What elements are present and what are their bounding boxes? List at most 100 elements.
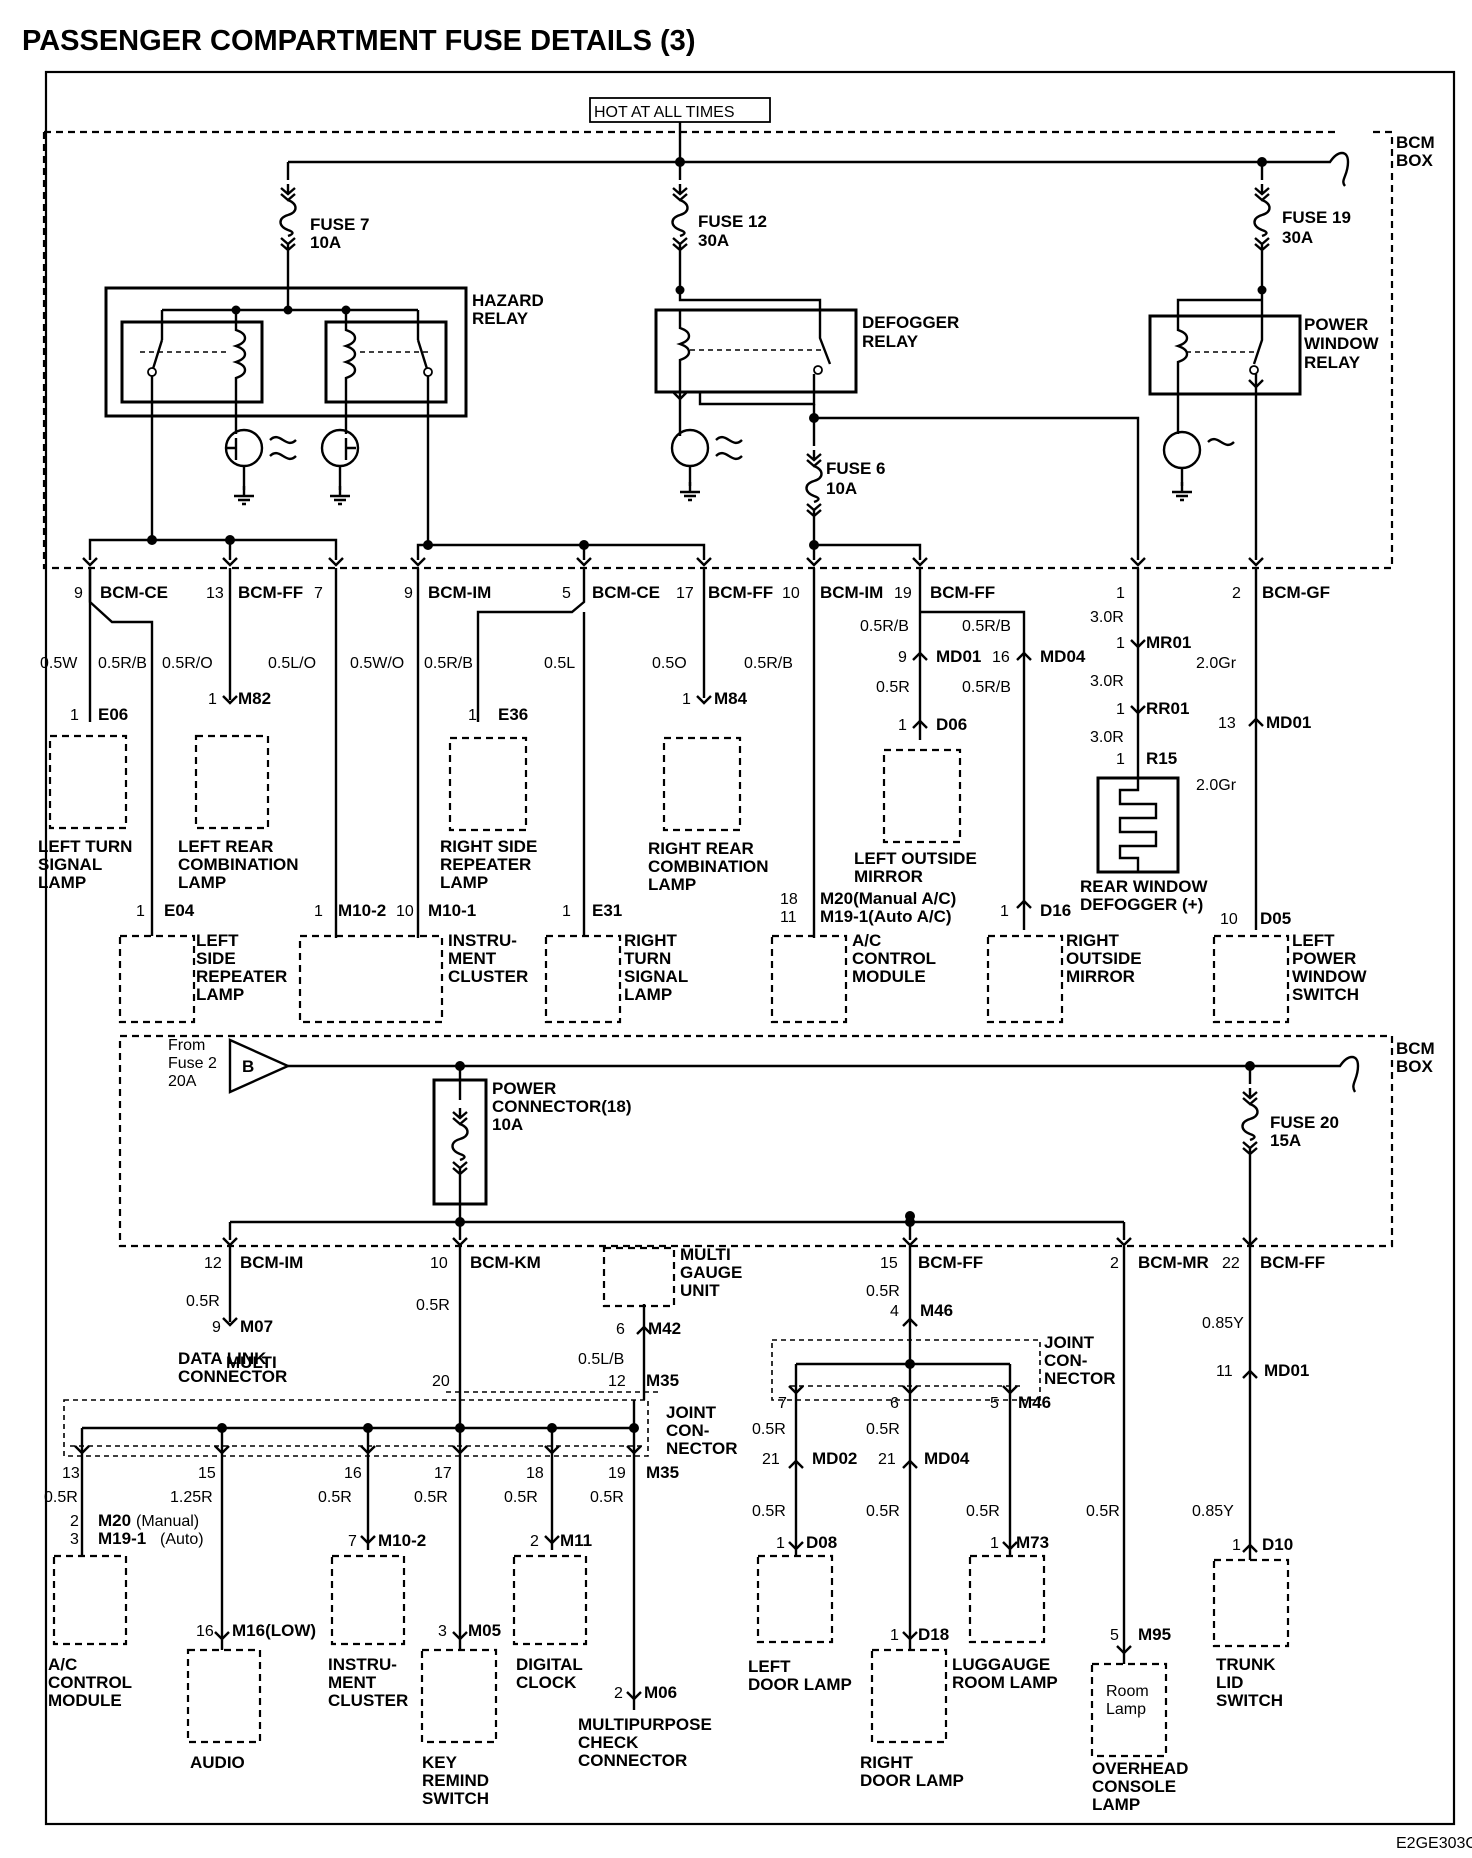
joint-connector-left: [63, 1399, 649, 1457]
svg-text:1: 1: [136, 903, 145, 920]
svg-text:(Manual): (Manual): [136, 1513, 199, 1530]
svg-text:MODULE: MODULE: [48, 1691, 122, 1710]
svg-text:E04: E04: [164, 901, 195, 920]
svg-text:CLOCK: CLOCK: [516, 1673, 577, 1692]
svg-text:UNIT: UNIT: [680, 1281, 720, 1300]
svg-text:ROOM LAMP: ROOM LAMP: [952, 1673, 1058, 1692]
svg-text:22: 22: [1222, 1255, 1240, 1272]
svg-text:AUDIO: AUDIO: [190, 1753, 245, 1772]
svg-text:0.5R/B: 0.5R/B: [98, 655, 147, 672]
svg-text:FUSE 7: FUSE 7: [310, 215, 370, 234]
svg-text:M46: M46: [920, 1301, 953, 1320]
svg-text:D08: D08: [806, 1533, 837, 1552]
svg-text:3: 3: [438, 1623, 447, 1640]
svg-text:CONTROL: CONTROL: [852, 949, 936, 968]
svg-text:2.0Gr: 2.0Gr: [1196, 777, 1237, 794]
svg-text:0.5L/B: 0.5L/B: [578, 1351, 624, 1368]
svg-text:KEY: KEY: [422, 1753, 458, 1772]
svg-text:1: 1: [208, 691, 217, 708]
svg-text:MD04: MD04: [924, 1449, 970, 1468]
svg-text:21: 21: [878, 1451, 896, 1468]
trunk-lid-switch: [1212, 1558, 1290, 1648]
svg-text:0.5R: 0.5R: [416, 1297, 450, 1314]
svg-text:REPEATER: REPEATER: [440, 855, 531, 874]
svg-text:RIGHT SIDE: RIGHT SIDE: [440, 837, 537, 856]
svg-text:LEFT OUTSIDE: LEFT OUTSIDE: [854, 849, 977, 868]
svg-text:11: 11: [780, 909, 797, 926]
svg-text:R15: R15: [1146, 749, 1177, 768]
svg-text:M19-1: M19-1: [98, 1529, 146, 1548]
svg-text:M19-1(Auto A/C): M19-1(Auto A/C): [820, 907, 952, 926]
svg-text:1: 1: [1232, 1537, 1241, 1554]
svg-text:18: 18: [526, 1465, 544, 1482]
svg-text:REPEATER: REPEATER: [196, 967, 287, 986]
svg-text:OUTSIDE: OUTSIDE: [1066, 949, 1142, 968]
svg-text:10A: 10A: [310, 233, 341, 252]
svg-text:0.5R: 0.5R: [504, 1489, 538, 1506]
svg-text:0.5R: 0.5R: [866, 1421, 900, 1438]
svg-text:1: 1: [1116, 585, 1125, 602]
svg-text:0.5L/O: 0.5L/O: [268, 655, 316, 672]
svg-text:Fuse 2: Fuse 2: [168, 1055, 217, 1072]
svg-text:SIGNAL: SIGNAL: [38, 855, 102, 874]
svg-text:0.5O: 0.5O: [652, 655, 687, 672]
svg-text:21: 21: [762, 1451, 780, 1468]
svg-text:BCM-CE: BCM-CE: [100, 583, 168, 602]
svg-text:LEFT: LEFT: [748, 1657, 791, 1676]
instrument-cluster-lower: [330, 1554, 406, 1646]
svg-text:DOOR LAMP: DOOR LAMP: [860, 1771, 964, 1790]
svg-text:LEFT: LEFT: [1292, 931, 1335, 950]
svg-text:DEFOGGER (+): DEFOGGER (+): [1080, 895, 1203, 914]
svg-text:M16(LOW): M16(LOW): [232, 1621, 316, 1640]
svg-text:7: 7: [348, 1533, 357, 1550]
fuse-7: [279, 182, 297, 256]
svg-text:TURN: TURN: [624, 949, 671, 968]
svg-text:0.5R: 0.5R: [966, 1503, 1000, 1520]
svg-text:M73: M73: [1016, 1533, 1049, 1552]
rear-window-defogger: [1096, 776, 1180, 874]
svg-text:M10-2: M10-2: [378, 1531, 426, 1550]
svg-text:0.5R: 0.5R: [44, 1489, 78, 1506]
svg-text:INSTRU-: INSTRU-: [328, 1655, 397, 1674]
left-power-window-switch: [1212, 934, 1290, 1024]
svg-text:0.5R: 0.5R: [1086, 1503, 1120, 1520]
svg-text:M05: M05: [468, 1621, 501, 1640]
svg-text:2: 2: [614, 1685, 623, 1702]
svg-text:BCM-CE: BCM-CE: [592, 583, 660, 602]
svg-text:15A: 15A: [1270, 1131, 1301, 1150]
svg-text:0.5W: 0.5W: [40, 655, 78, 672]
svg-text:MD04: MD04: [1040, 647, 1086, 666]
svg-text:9: 9: [212, 1319, 221, 1336]
svg-text:0.85Y: 0.85Y: [1202, 1315, 1244, 1332]
svg-text:2: 2: [1232, 585, 1241, 602]
svg-text:BCM-IM: BCM-IM: [820, 583, 883, 602]
svg-text:1: 1: [1116, 635, 1125, 652]
audio-unit: [186, 1648, 262, 1744]
svg-text:16: 16: [196, 1623, 214, 1640]
svg-text:CLUSTER: CLUSTER: [448, 967, 528, 986]
svg-text:5: 5: [562, 585, 571, 602]
fuse-7-label: FUSE 7 10A: [310, 215, 370, 252]
svg-text:RIGHT: RIGHT: [1066, 931, 1120, 950]
svg-text:BOX: BOX: [1396, 1057, 1434, 1076]
svg-text:1: 1: [682, 691, 691, 708]
svg-text:1: 1: [314, 903, 323, 920]
svg-text:0.5R/B: 0.5R/B: [962, 618, 1011, 635]
svg-text:M95: M95: [1138, 1625, 1171, 1644]
svg-text:MENT: MENT: [328, 1673, 377, 1692]
svg-text:0.5R: 0.5R: [318, 1489, 352, 1506]
svg-text:RELAY: RELAY: [862, 332, 919, 351]
svg-text:0.5R/B: 0.5R/B: [962, 679, 1011, 696]
svg-text:MENT: MENT: [448, 949, 497, 968]
svg-text:10: 10: [1220, 911, 1238, 928]
svg-text:LAMP: LAMP: [196, 985, 244, 1004]
svg-text:3.0R: 3.0R: [1090, 729, 1124, 746]
right-rear-combination-lamp: [662, 736, 742, 832]
fuse-19: [1253, 182, 1271, 256]
svg-text:BOX: BOX: [1396, 151, 1434, 170]
svg-text:FUSE 19: FUSE 19: [1282, 208, 1351, 227]
svg-text:6: 6: [616, 1321, 625, 1338]
svg-text:19: 19: [608, 1465, 626, 1482]
svg-text:7: 7: [314, 585, 323, 602]
